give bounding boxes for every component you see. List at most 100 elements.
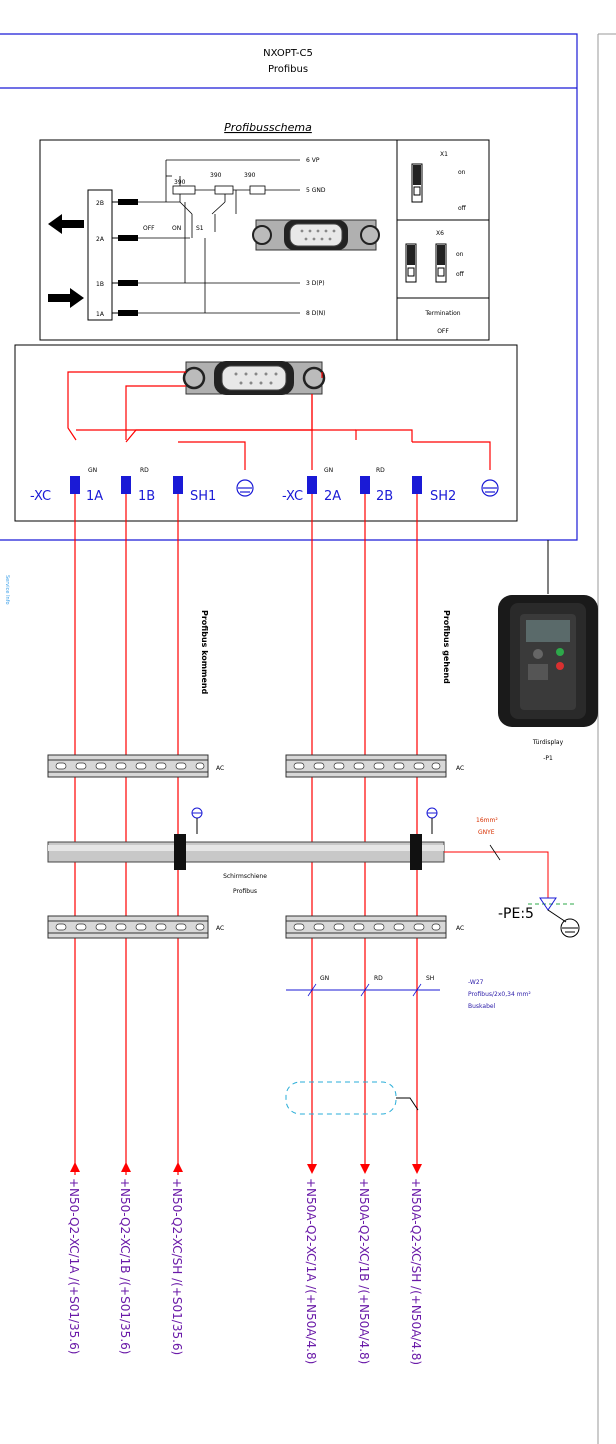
outgoing-label: Profibus gehend bbox=[442, 610, 451, 684]
door-display-label: Türdisplay bbox=[532, 739, 564, 746]
x1-on-label: on bbox=[458, 169, 466, 176]
switch-off-label: OFF bbox=[143, 225, 155, 232]
left-marker: Service Info bbox=[4, 575, 10, 605]
terminal-label-1b: 1B bbox=[138, 489, 155, 504]
db9-connector-icon bbox=[182, 361, 326, 395]
bus-label-vp: 6 VP bbox=[306, 157, 320, 164]
wire-arrowheads bbox=[70, 1162, 422, 1174]
terminal-label-sh1: SH1 bbox=[190, 489, 216, 504]
termination-state: OFF bbox=[437, 328, 449, 335]
ground-icon bbox=[191, 807, 203, 834]
ground-icon bbox=[481, 479, 499, 497]
incoming-label: Profibus kommend bbox=[200, 610, 209, 695]
resistor-icon bbox=[249, 185, 266, 195]
terminal-symbols bbox=[70, 476, 422, 494]
terminal-color: GN bbox=[324, 467, 333, 474]
crossref-4[interactable]: +N50A-Q2-XC/1A /(+N50A/4.8) bbox=[304, 1178, 318, 1365]
crossref-1[interactable]: +N50-Q2-XC/1A /(+S01/35.6) bbox=[67, 1178, 81, 1355]
din-rail bbox=[47, 754, 209, 778]
schema-terminal-1b: 1B bbox=[96, 281, 104, 288]
xc-prefix-1: -XC bbox=[30, 489, 51, 504]
cable-core-rd: RD bbox=[374, 975, 383, 982]
x6-switch-b-knob bbox=[437, 245, 445, 265]
bus-label-dn: 8 D(N) bbox=[306, 310, 326, 317]
crossref-6[interactable]: +N50A-Q2-XC/SH /(+N50A/4.8) bbox=[409, 1178, 423, 1366]
pe-terminal-label: -PE:5 bbox=[498, 906, 534, 922]
crossref-5[interactable]: +N50A-Q2-XC/1B /(+N50A/4.8) bbox=[357, 1178, 371, 1365]
shield-rail-label: Schirmschiene bbox=[223, 873, 267, 880]
schema-wiring bbox=[138, 159, 300, 314]
db9-connector-icon bbox=[252, 219, 380, 251]
cable-core-gn: GN bbox=[320, 975, 329, 982]
schema-box bbox=[39, 139, 490, 341]
rail-ac-label: AC bbox=[456, 925, 464, 932]
field-wiring bbox=[74, 494, 418, 1175]
terminal-strip: -XC -XC GN RD GN RD 1A 1B SH1 2A 2B SH2 bbox=[30, 467, 499, 504]
din-rail bbox=[285, 915, 447, 939]
resistor-value: 390 bbox=[174, 179, 186, 186]
ground-icon bbox=[426, 807, 438, 834]
crossref-3[interactable]: +N50-Q2-XC/SH /(+S01/35.6) bbox=[170, 1178, 184, 1356]
cable-ticks bbox=[307, 983, 422, 997]
terminal-strip-box bbox=[14, 344, 518, 522]
bus-label-dp: 3 D(P) bbox=[306, 280, 325, 287]
din-rail bbox=[47, 915, 209, 939]
x6-switch-b-window bbox=[437, 267, 445, 277]
shield-drain bbox=[396, 1097, 419, 1111]
x6-on-label: on bbox=[456, 251, 464, 258]
shield-rail-sublabel: Profibus bbox=[233, 888, 257, 895]
terminal-stub bbox=[118, 235, 138, 241]
shield-clamp bbox=[410, 834, 422, 870]
x1-switch-window bbox=[413, 186, 421, 196]
pe-terminal-icon bbox=[539, 897, 580, 938]
terminal-label-2a: 2A bbox=[324, 489, 341, 504]
terminal-color: RD bbox=[140, 467, 149, 474]
rail-ac-label: AC bbox=[216, 765, 224, 772]
schema-terminal-2b: 2B bbox=[96, 200, 104, 207]
shield-clamp bbox=[174, 834, 186, 870]
crossref-2[interactable]: +N50-Q2-XC/1B /(+S01/35.6) bbox=[118, 1178, 132, 1355]
cable-shield-icon bbox=[285, 1081, 397, 1115]
resistor-value: 390 bbox=[244, 172, 256, 179]
schema-terminal-1a: 1A bbox=[96, 311, 105, 318]
x6-label: X6 bbox=[436, 230, 444, 237]
rail-ac-label: AC bbox=[456, 765, 464, 772]
terminal-color: RD bbox=[376, 467, 385, 474]
door-display-id: -P1 bbox=[543, 755, 553, 762]
schema-terminal-block bbox=[87, 189, 113, 321]
arrow-right-icon bbox=[48, 288, 84, 308]
resistor-value: 390 bbox=[210, 172, 222, 179]
terminal-stub bbox=[118, 280, 138, 286]
resistor-icon bbox=[172, 185, 196, 195]
switch-name-label: S1 bbox=[196, 225, 204, 232]
pe-wire-tick bbox=[489, 844, 501, 861]
module-title: NXOPT-C5 bbox=[263, 48, 313, 59]
rail-ac-label: AC bbox=[216, 925, 224, 932]
terminal-label-sh2: SH2 bbox=[430, 489, 456, 504]
cable-type: Profibus/2x0,34 mm² bbox=[468, 991, 531, 998]
module-frame bbox=[0, 33, 578, 541]
terminal-label-1a: 1A bbox=[86, 489, 103, 504]
door-display-icon bbox=[498, 595, 598, 727]
cable-id: -W27 bbox=[468, 979, 484, 986]
bus-label-gnd: 5 GND bbox=[306, 187, 326, 194]
switch-on-label: ON bbox=[172, 225, 181, 232]
x6-off-label: off bbox=[456, 271, 465, 278]
schema-title: Profibusschema bbox=[224, 121, 312, 134]
x1-switch-knob bbox=[413, 165, 421, 185]
terminal-stub bbox=[118, 199, 138, 205]
x1-label: X1 bbox=[440, 151, 448, 158]
module-subtitle: Profibus bbox=[268, 64, 308, 75]
arrow-left-icon bbox=[48, 214, 84, 234]
pe-wire bbox=[444, 851, 549, 898]
terminal-color: GN bbox=[88, 467, 97, 474]
resistor-icon bbox=[214, 185, 234, 195]
shield-rail-highlight bbox=[48, 845, 444, 851]
terminal-label-2b: 2B bbox=[376, 489, 393, 504]
x6-switch-a-window bbox=[407, 267, 415, 277]
schema-terminal-2a: 2A bbox=[96, 236, 105, 243]
din-rail bbox=[285, 754, 447, 778]
pe-wire-size: 16mm² bbox=[476, 817, 498, 824]
cable-desc: Buskabel bbox=[468, 1003, 496, 1010]
